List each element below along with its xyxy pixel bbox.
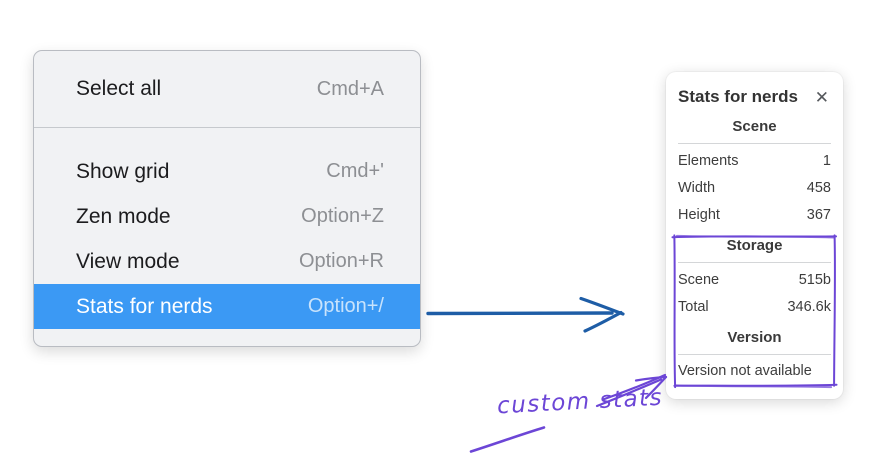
section-heading-scene: Scene — [732, 118, 777, 135]
section-divider — [678, 262, 831, 263]
menu-item-label: Show grid — [76, 159, 170, 183]
purple-swoosh-line — [469, 426, 546, 453]
stat-row: Total 346.6k — [678, 293, 831, 320]
stat-value: 1 — [822, 152, 831, 169]
panel-header: Stats for nerds ✕ — [678, 85, 831, 109]
stat-row: Height 367 — [678, 201, 831, 228]
stat-label: Height — [678, 206, 720, 223]
stat-label: Total — [678, 298, 709, 315]
menu-item-select-all[interactable]: Select all Cmd+A — [34, 67, 420, 111]
menu-divider — [34, 127, 420, 128]
stat-note: Version not available — [678, 363, 812, 379]
stat-label: Width — [678, 179, 716, 196]
section-heading-storage: Storage — [726, 237, 783, 254]
stat-label: Elements — [678, 152, 739, 169]
section-heading-version: Version — [727, 329, 782, 346]
menu-item-label: Stats for nerds — [76, 294, 213, 318]
stat-row: Width 458 — [678, 174, 831, 201]
section-divider — [678, 143, 831, 144]
stat-row: Elements 1 — [678, 147, 831, 174]
stat-label: Scene — [678, 271, 720, 288]
stat-row: Scene 515b — [678, 266, 831, 293]
menu-item-shortcut: Option+R — [298, 250, 384, 272]
close-icon[interactable]: ✕ — [814, 87, 829, 107]
stat-value: 458 — [806, 179, 831, 196]
menu-item-label: Select all — [76, 77, 162, 100]
stat-value: 515b — [798, 271, 831, 288]
menu-item-stats-for-nerds[interactable]: Stats for nerds Option+/ — [34, 284, 420, 329]
section-divider — [678, 354, 831, 355]
menu-item-zen-mode[interactable]: Zen mode Option+Z — [34, 194, 420, 239]
custom-stats-annotation: custom stats — [496, 384, 664, 420]
menu-item-shortcut: Option+/ — [307, 295, 384, 317]
menu-item-shortcut: Cmd+A — [316, 77, 384, 100]
menu-item-view-mode[interactable]: View mode Option+R — [34, 239, 420, 284]
blue-arrow-icon — [426, 296, 625, 333]
stat-value: 367 — [806, 206, 831, 223]
menu-item-label: Zen mode — [76, 204, 171, 228]
menu-item-shortcut: Cmd+' — [326, 160, 384, 182]
menu-item-label: View mode — [76, 249, 180, 273]
panel-title: Stats for nerds — [678, 87, 798, 106]
menu-item-show-grid[interactable]: Show grid Cmd+' — [34, 149, 420, 194]
menu-group: Select all Cmd+A — [34, 51, 420, 127]
menu-item-shortcut: Option+Z — [301, 205, 384, 227]
stat-value: 346.6k — [787, 298, 831, 315]
